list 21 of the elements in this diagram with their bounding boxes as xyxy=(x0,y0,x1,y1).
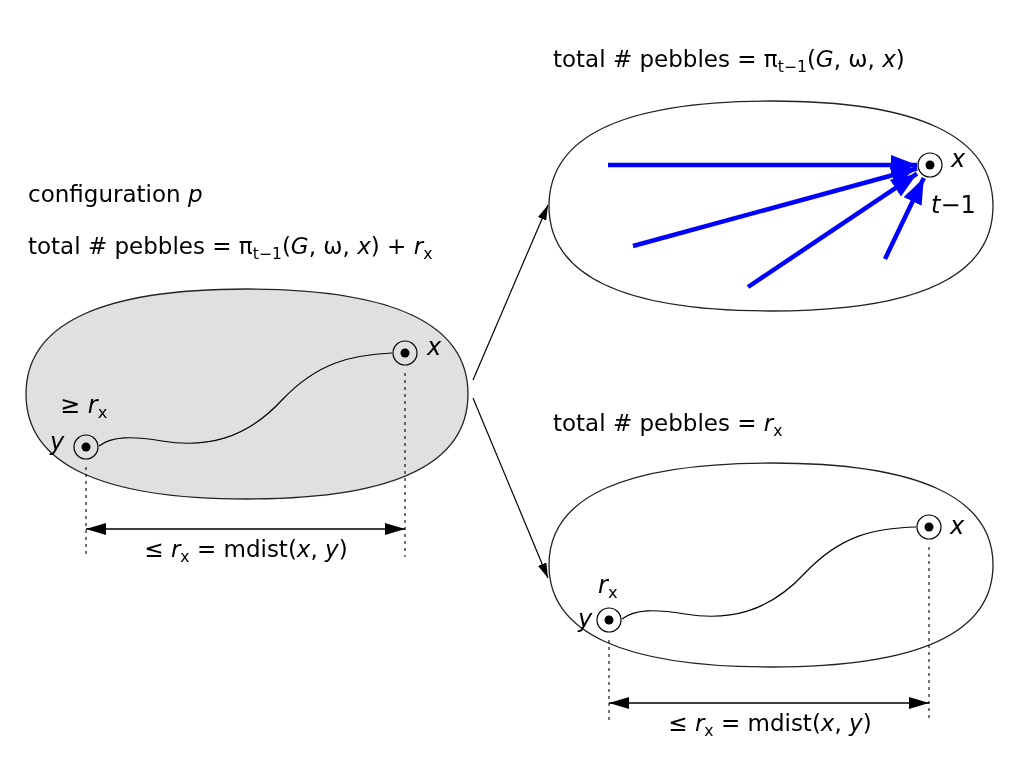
vertex-label: x xyxy=(427,333,442,361)
dimension-label: ≤ r$_{x}$ = mdist(x, y) xyxy=(668,709,872,737)
connector-line xyxy=(621,526,917,620)
arrow xyxy=(882,177,926,260)
formula-text: total # pebbles = π$_{t−1}$(G, ω, x) + r$_{x}$ xyxy=(28,232,433,260)
dimension-label: ≤ r$_{x}$ = mdist(x, y) xyxy=(144,535,348,563)
connector-line xyxy=(98,352,393,447)
formula-text: total # pebbles = r$_{x}$ xyxy=(553,409,783,437)
heading-text: configuration p xyxy=(28,180,203,208)
vertex-label: y xyxy=(50,428,65,456)
arrow xyxy=(746,171,919,289)
vertex-label: x xyxy=(951,145,966,173)
arrow xyxy=(472,397,549,579)
annotation-text: r$_{x}$ xyxy=(598,571,618,599)
vertex-label: y xyxy=(578,605,593,633)
arrow xyxy=(632,165,918,249)
annotation-text: ≥ r$_{x}$ xyxy=(60,391,108,419)
formula-text: total # pebbles = π$_{t−1}$(G, ω, x) xyxy=(553,45,905,73)
arrow xyxy=(472,204,549,381)
vertex-label: x xyxy=(950,512,965,540)
annotation-text: t−1 xyxy=(931,191,976,219)
